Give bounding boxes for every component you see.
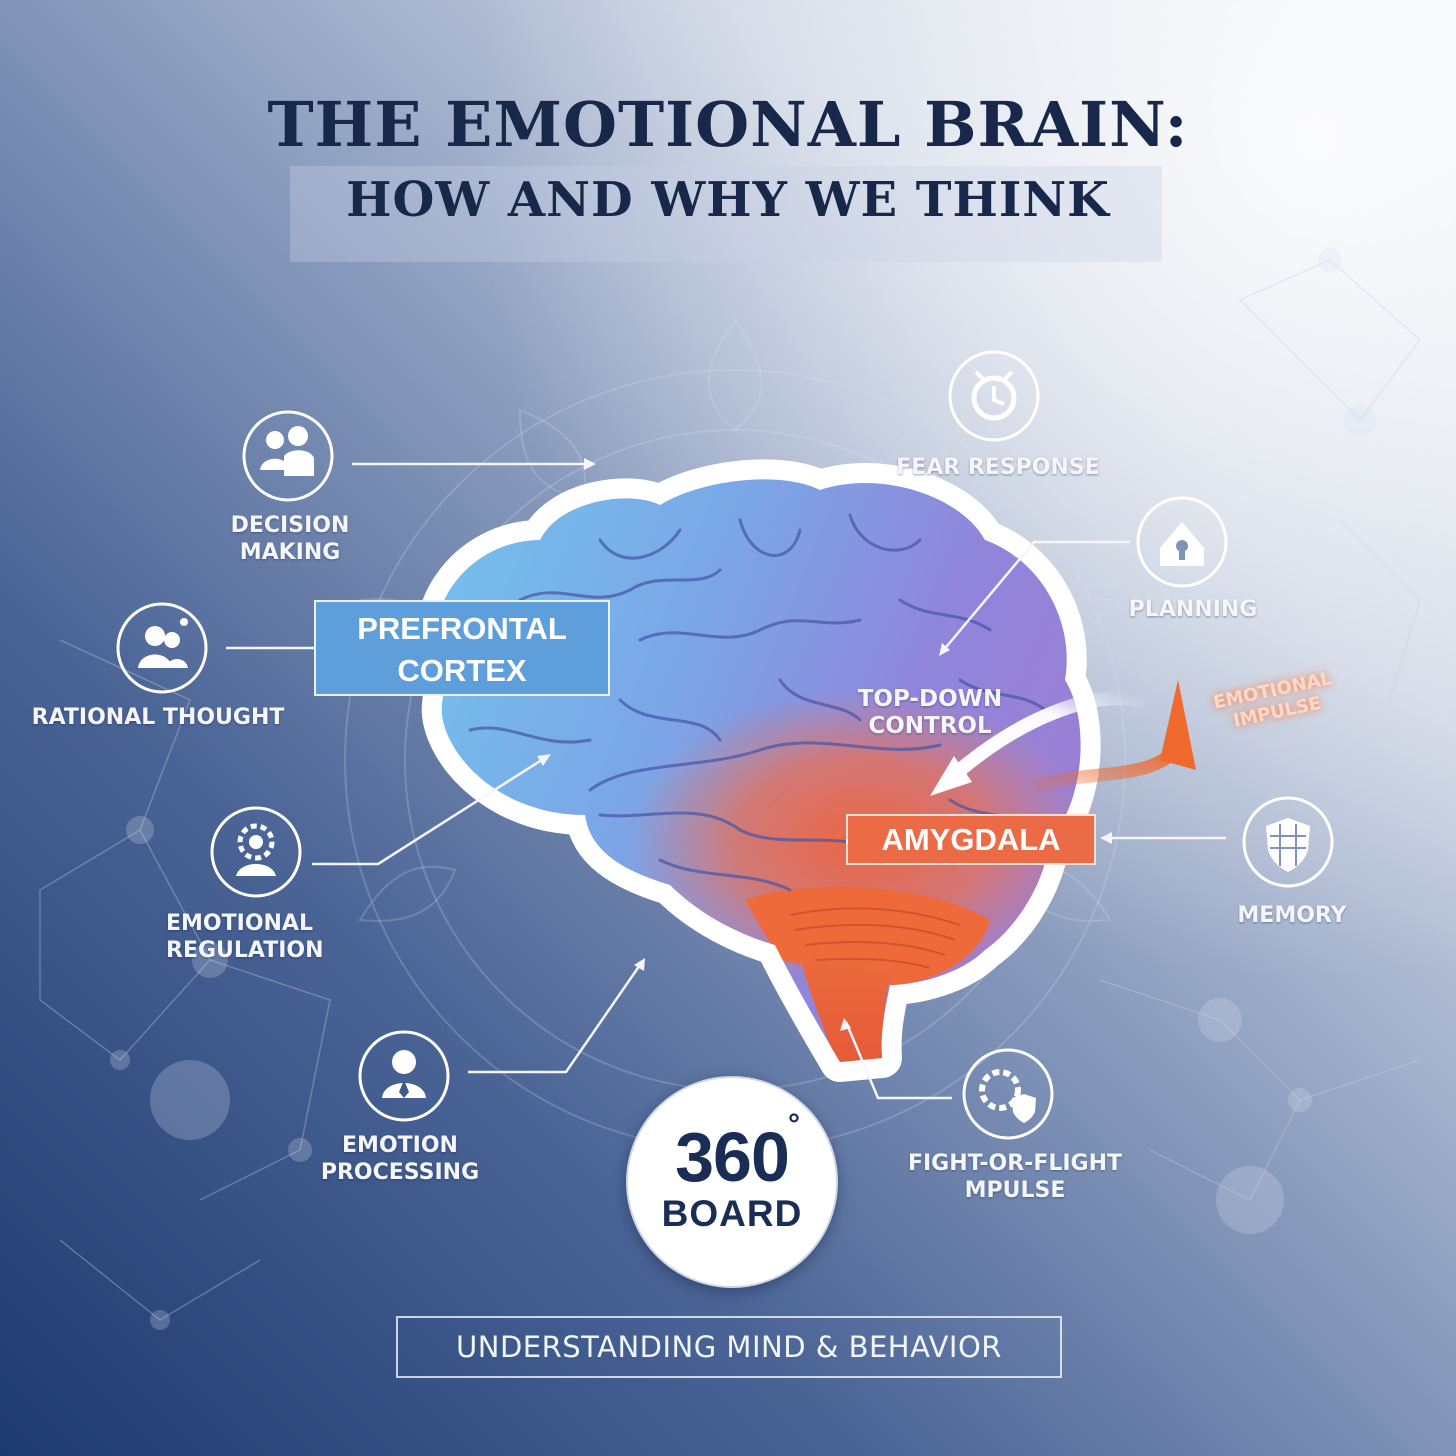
- logo-word: BOARD: [661, 1193, 803, 1234]
- prefrontal-line-2: CORTEX: [397, 653, 527, 688]
- person-icon: [382, 1050, 426, 1098]
- emotion-processing-label: EMOTION PROCESSING: [320, 1133, 480, 1185]
- amygdala-label: AMYGDALA: [846, 814, 1096, 865]
- head-gear-icon: [236, 823, 276, 876]
- brain-illustration: [414, 459, 1101, 1082]
- alarm-icon: [971, 370, 1017, 421]
- house-keyhole-icon: [1160, 522, 1204, 566]
- network-lines: [39, 259, 1422, 1321]
- logo-degree-symbol: °: [788, 1108, 800, 1141]
- planning-label: PLANNING: [1128, 597, 1258, 622]
- connector-arrowheads: [537, 458, 1112, 1031]
- fear-response-label: FEAR RESPONSE: [896, 455, 1100, 480]
- footer-text: UNDERSTANDING MIND & BEHAVIOR: [456, 1330, 1002, 1364]
- logo-360-board: 360 BOARD: [626, 1076, 838, 1288]
- logo-number: 360: [675, 1118, 790, 1196]
- prefrontal-cortex-label: PREFRONTAL CORTEX: [314, 600, 610, 696]
- impulse-arrows: [930, 680, 1196, 796]
- network-nodes: [110, 248, 1376, 1330]
- prefrontal-line-1: PREFRONTAL: [357, 611, 567, 646]
- shield-grid-icon: [1266, 818, 1310, 872]
- footer-banner: UNDERSTANDING MIND & BEHAVIOR: [396, 1316, 1062, 1378]
- decision-making-label: DECISION MAKING: [230, 513, 350, 565]
- icon-rings: [116, 350, 1334, 1140]
- group-thinking-icon: [138, 618, 188, 668]
- emotional-regulation-label: EMOTIONAL REGULATION: [166, 911, 324, 963]
- subtitle-band: [290, 166, 1162, 262]
- connector-lines: [226, 462, 1226, 1100]
- page-subtitle: HOW AND WHY WE THINK: [346, 172, 1110, 228]
- page-title: THE EMOTIONAL BRAIN:: [267, 88, 1189, 161]
- gear-shield-icon: [979, 1069, 1036, 1123]
- memory-label: MEMORY: [1237, 903, 1347, 928]
- rational-thought-label: RATIONAL THOUGHT: [31, 705, 285, 730]
- top-down-control-label: TOP-DOWN CONTROL: [857, 686, 1003, 739]
- people-meeting-icon: [260, 426, 314, 476]
- fight-or-flight-label: FIGHT-OR-FLIGHT MPULSE: [907, 1151, 1123, 1203]
